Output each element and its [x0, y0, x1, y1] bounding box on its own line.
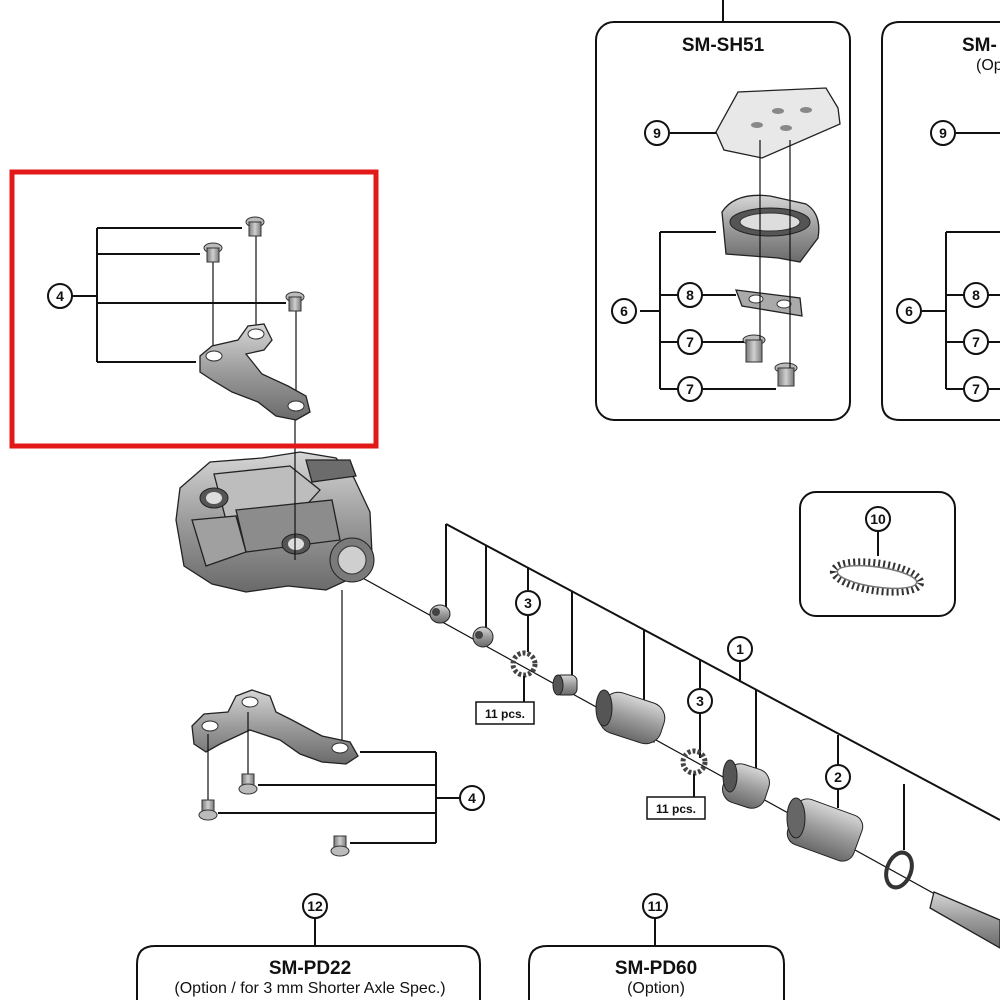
bushing-small-2 — [472, 626, 494, 648]
lock-nut-part — [786, 797, 864, 862]
svg-text:7: 7 — [686, 381, 694, 397]
sm-pd22-subtitle: (Option / for 3 mm Shorter Axle Spec.) — [174, 980, 445, 997]
binding-screw-top-2 — [203, 242, 223, 263]
svg-text:10: 10 — [870, 511, 886, 527]
callout-1: 1 — [727, 636, 753, 662]
callout-11: 11 — [642, 893, 668, 919]
seal-ring-box: 10 — [799, 491, 956, 617]
sm-pd22-box: 12 SM-PD22 (Option / for 3 mm Shorter Ax… — [136, 893, 481, 1000]
bushing-small-1 — [429, 604, 451, 624]
highlight-box — [9, 169, 379, 449]
axle-sleeve-large — [595, 689, 666, 745]
svg-text:3: 3 — [696, 693, 704, 709]
svg-text:11: 11 — [648, 898, 663, 914]
callout-3-a: 3 — [515, 590, 541, 616]
callout-12: 12 — [302, 893, 328, 919]
svg-text:1: 1 — [736, 641, 744, 657]
svg-text:6: 6 — [905, 303, 913, 319]
cleat-plate-part — [715, 87, 841, 159]
callout-2: 2 — [825, 764, 851, 790]
sm-sh51-title: SM-SH51 — [682, 35, 765, 56]
quantity-label-2: 11 pcs. — [646, 774, 706, 820]
axle-shaft-part — [929, 891, 1000, 949]
ball-bearing-ring-1 — [510, 650, 538, 678]
callout-3-b: 3 — [687, 688, 713, 714]
binding-screw-bottom-1 — [238, 773, 258, 795]
sm-pd60-title: SM-PD60 — [615, 958, 697, 979]
binding-screw-top-1 — [245, 216, 265, 237]
callout-9-right: 9 — [930, 120, 956, 146]
callout-7-d: 7 — [963, 376, 989, 402]
svg-text:7: 7 — [972, 381, 980, 397]
callout-7-a: 7 — [677, 329, 703, 355]
svg-text:11 pcs.: 11 pcs. — [485, 707, 525, 721]
svg-text:12: 12 — [307, 898, 323, 914]
quantity-label-1: 11 pcs. — [475, 676, 535, 725]
sm-sh51-box: SM-SH51 — [595, 0, 851, 421]
binding-assembly-bottom: 4 — [191, 689, 485, 857]
svg-text:8: 8 — [686, 287, 694, 303]
seal-ring-part — [829, 558, 925, 596]
callout-6-right: 6 — [896, 298, 922, 324]
ball-bearing-ring-2 — [680, 748, 708, 776]
callout-6-left: 6 — [611, 298, 637, 324]
partial-box-title: SM- — [962, 35, 997, 56]
callout-7-b: 7 — [677, 376, 703, 402]
cleat-box-partial: SM- (Op 9 6 8 7 7 — [881, 21, 1000, 421]
cleat-nut-part — [735, 289, 803, 317]
callout-4-top: 4 — [47, 283, 73, 309]
callout-8-right: 8 — [963, 282, 989, 308]
callout-10: 10 — [865, 506, 891, 532]
binding-plate-bottom — [191, 689, 359, 765]
svg-text:7: 7 — [972, 334, 980, 350]
cleat-part — [721, 194, 820, 263]
svg-text:4: 4 — [56, 288, 64, 304]
cleat-bolt-part — [742, 334, 798, 387]
svg-text:11 pcs.: 11 pcs. — [656, 802, 696, 816]
axle-sleeve-medium — [722, 759, 770, 809]
svg-text:3: 3 — [524, 595, 532, 611]
callout-9-left: 9 — [644, 120, 670, 146]
callout-4-bottom: 4 — [459, 785, 485, 811]
partial-box-subtitle: (Op — [976, 57, 1000, 74]
binding-assembly-top: 4 — [47, 216, 311, 421]
svg-text:9: 9 — [653, 125, 661, 141]
sm-pd22-title: SM-PD22 — [269, 958, 351, 979]
bushing-small-3 — [552, 674, 578, 696]
binding-screw-bottom-3 — [330, 835, 350, 857]
sm-pd60-subtitle: (Option) — [627, 980, 685, 997]
binding-screw-bottom-2 — [198, 799, 218, 821]
svg-text:8: 8 — [972, 287, 980, 303]
pedal-body — [175, 420, 375, 750]
sm-pd60-box: 11 SM-PD60 (Option) — [528, 893, 785, 1000]
binding-plate-top — [199, 323, 311, 421]
svg-text:9: 9 — [939, 125, 947, 141]
svg-text:4: 4 — [468, 790, 476, 806]
washer-ring-part — [884, 850, 914, 890]
svg-text:2: 2 — [834, 769, 842, 785]
axle-exploded-parts: 11 pcs. 11 pcs. 3 3 1 2 — [329, 523, 1000, 949]
binding-screw-top-3 — [285, 291, 305, 312]
callout-8-left: 8 — [677, 282, 703, 308]
svg-text:6: 6 — [620, 303, 628, 319]
callout-7-c: 7 — [963, 329, 989, 355]
svg-text:7: 7 — [686, 334, 694, 350]
